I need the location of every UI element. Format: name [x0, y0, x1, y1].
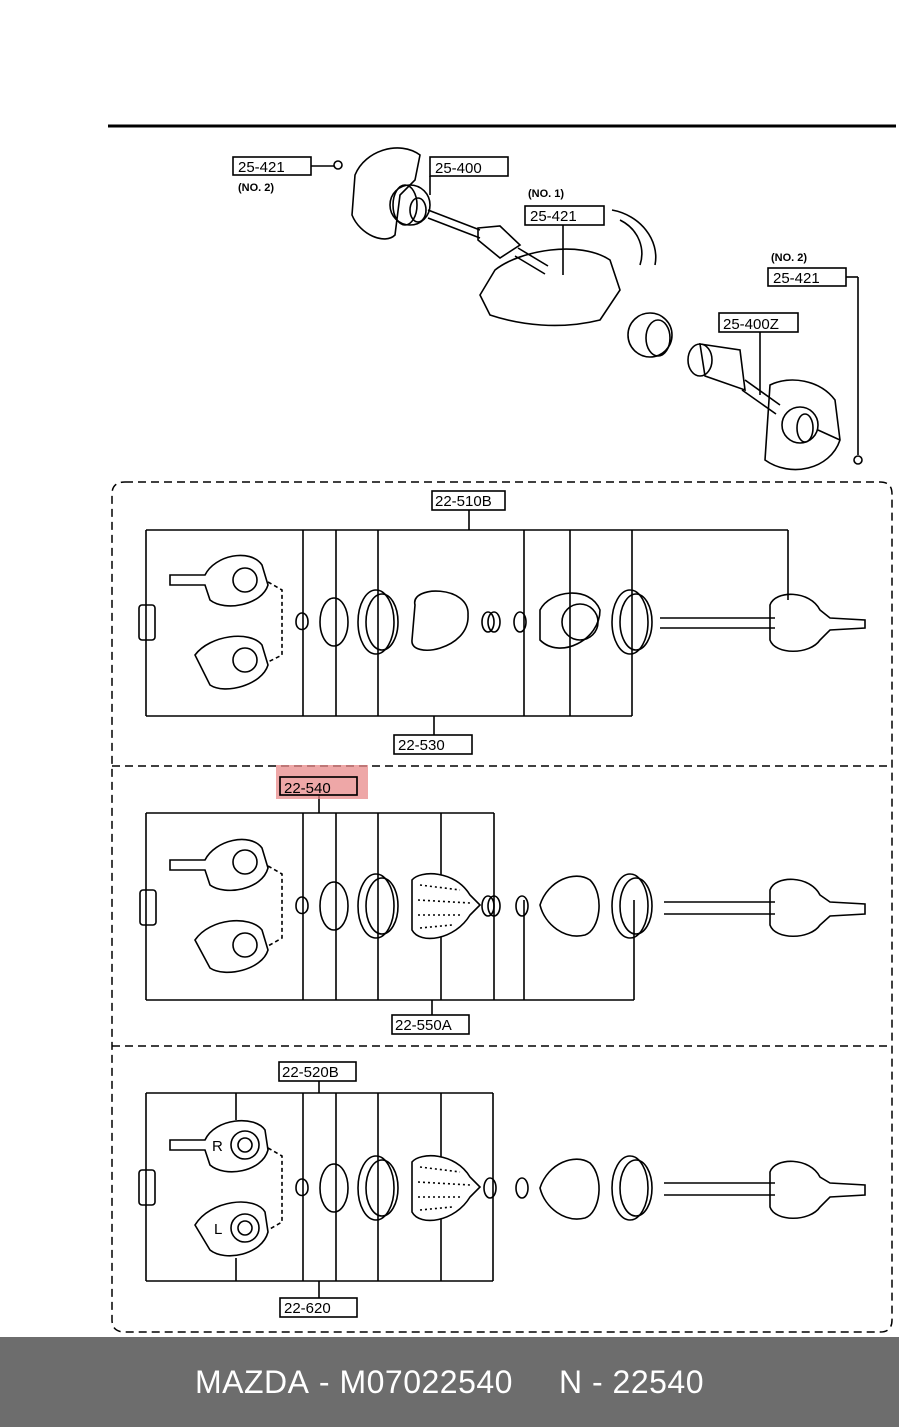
- label-25-400: 25-400: [435, 160, 482, 177]
- footer-brand: MAZDA: [195, 1363, 310, 1400]
- label-22-550a: 22-550A: [395, 1017, 452, 1034]
- label-no2-left: (NO. 2): [238, 182, 274, 194]
- section-3-drawing: [138, 1061, 866, 1318]
- part-info-footer: MAZDA - M07022540 N - 22540: [0, 1337, 899, 1427]
- label-no2-right: (NO. 2): [771, 252, 807, 264]
- top-assembly-drawing: [333, 147, 863, 471]
- joint-label-l: L: [214, 1221, 222, 1238]
- top-labels: [232, 156, 859, 455]
- section-1-drawing: [138, 490, 866, 755]
- label-22-540: 22-540: [284, 780, 331, 797]
- label-22-620: 22-620: [284, 1300, 331, 1317]
- label-25-421-no1: 25-421: [530, 208, 577, 225]
- label-25-421-no2-right: 25-421: [773, 270, 820, 287]
- label-25-400z: 25-400Z: [723, 316, 779, 333]
- section-2-drawing: [139, 776, 866, 1035]
- parts-diagram: 25-421 (NO. 2) 25-400 (NO. 1) 25-421 (NO…: [108, 124, 896, 1333]
- label-no1: (NO. 1): [528, 188, 564, 200]
- section-borders: [111, 481, 893, 1333]
- label-texts: 25-421 (NO. 2) 25-400 (NO. 1) 25-421 (NO…: [212, 159, 820, 1317]
- label-25-421-no2-left: 25-421: [238, 159, 285, 176]
- label-22-510b: 22-510B: [435, 493, 492, 510]
- joint-label-r: R: [212, 1138, 223, 1155]
- footer-part-number: M07022540: [339, 1363, 513, 1400]
- label-22-520b: 22-520B: [282, 1064, 339, 1081]
- label-22-530: 22-530: [398, 737, 445, 754]
- highlight-box: [276, 765, 368, 799]
- footer-ref: N - 22540: [558, 1363, 704, 1400]
